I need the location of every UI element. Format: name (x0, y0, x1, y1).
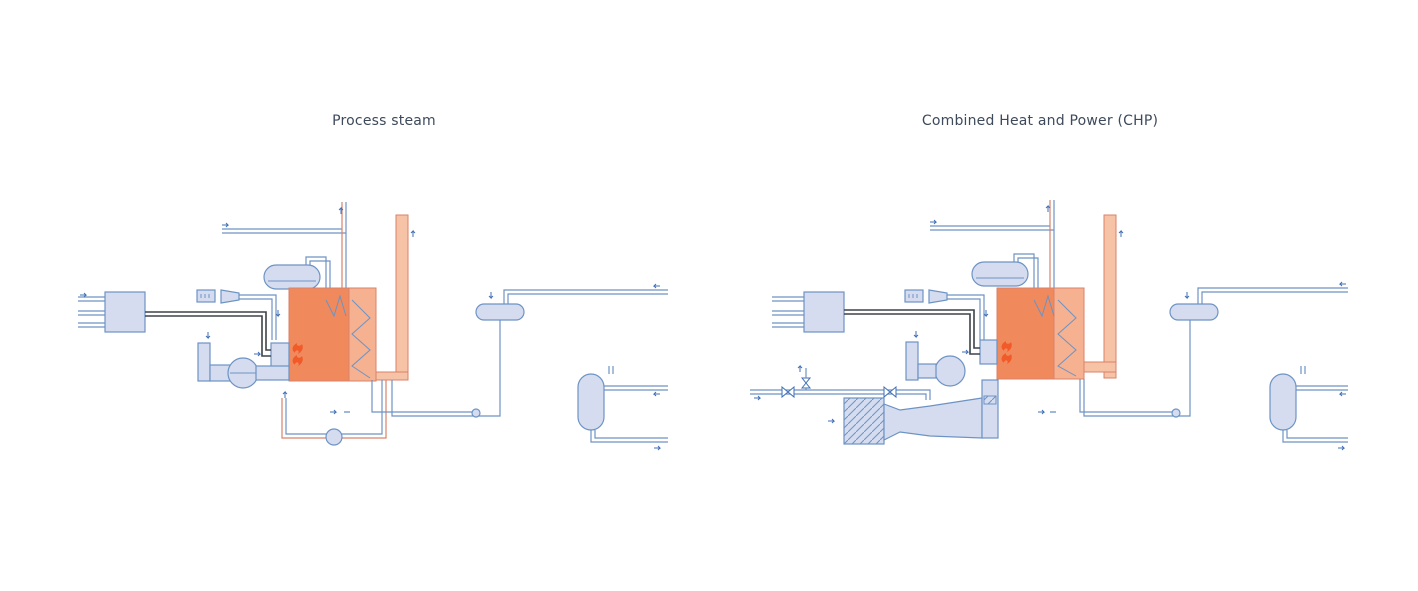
air-inlet (905, 341, 919, 381)
flow-arrow-icon (222, 222, 230, 228)
chimney (1103, 214, 1117, 379)
filter (196, 289, 216, 303)
feedwater-pipe (371, 304, 501, 417)
flow-arrow-icon (410, 229, 416, 237)
compressor (220, 289, 240, 304)
title-chp: Combined Heat and Power (CHP) (921, 113, 1159, 129)
boiler-furnace (288, 287, 350, 382)
steam-header-pipe (930, 225, 1054, 231)
valve-icon (883, 385, 897, 399)
pump-icon (471, 408, 481, 418)
gas-turbine (883, 397, 983, 441)
fuel-line (844, 309, 980, 349)
filter (904, 289, 924, 303)
fuel-supply-unit (803, 291, 845, 333)
chimney (395, 214, 409, 379)
boiler-convection (348, 287, 377, 382)
steam-drum (263, 264, 321, 290)
chp-diagram (750, 200, 1348, 451)
fuel-supply-unit (104, 291, 146, 333)
flow-arrow-icon (338, 206, 344, 214)
burner (270, 342, 290, 368)
fuel-line (145, 311, 271, 351)
flow-arrow-icon (254, 351, 262, 357)
condensate-tank (577, 373, 605, 431)
compressor (928, 289, 948, 304)
process-steam-diagram (78, 202, 668, 451)
fan-icon (934, 355, 966, 387)
gas-supply-pipe (750, 389, 931, 400)
burner (979, 339, 998, 365)
feedwater-pipe (1079, 318, 1191, 417)
exhaust-duct (981, 379, 999, 439)
pump-icon (325, 428, 343, 446)
valve-icon (781, 385, 795, 399)
steam-header-pipe (222, 228, 346, 234)
title-process-steam: Process steam (332, 113, 436, 129)
deaerator (475, 303, 525, 321)
valve-icon (800, 377, 812, 389)
boiler-furnace (996, 287, 1055, 380)
condensate-tank (1269, 373, 1297, 431)
steam-drum (971, 261, 1029, 287)
deaerator (1169, 303, 1219, 321)
flow-arrow-icon (275, 310, 281, 318)
air-inlet (197, 342, 211, 382)
pump-icon (1171, 408, 1181, 418)
